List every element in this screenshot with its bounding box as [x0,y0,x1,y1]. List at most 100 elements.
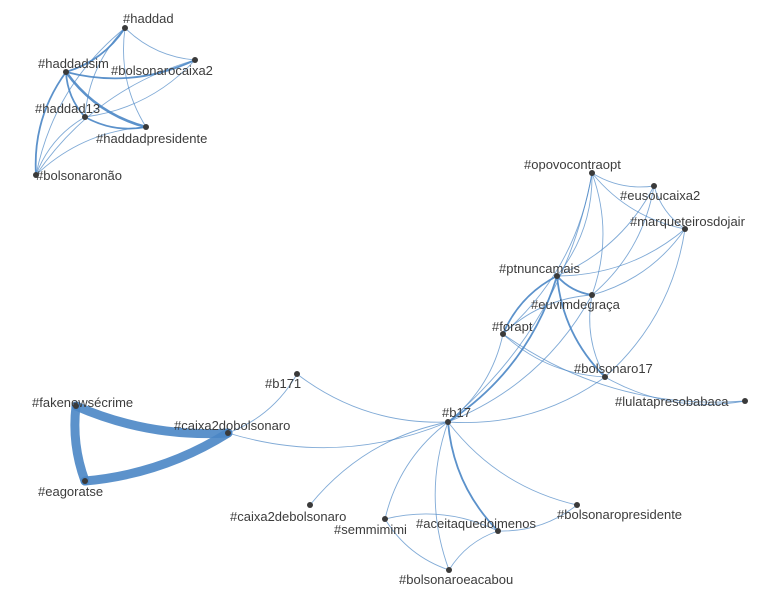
edge-euvimdegraca-bolsonaro17 [589,294,606,378]
node-marqueteirosdojair[interactable] [682,226,688,232]
nodes-layer [33,25,748,573]
node-haddadsim[interactable] [63,69,69,75]
edge-ptnuncamais-marqueteirosdojair [556,228,686,277]
edge-ptnuncamais-euvimdegraca [556,275,593,296]
edge-haddadsim-haddadpresidente [64,70,148,129]
node-label-aceitaquedoimenos: #aceitaquedoimenos [416,516,536,531]
edge-caixa2dobolsonaro-b17 [227,421,449,449]
edge-euvimdegraca-opovocontraopt [591,172,604,296]
node-label-b171: #b171 [265,376,301,391]
edge-haddad13-bolsonarocaixa2 [84,59,196,118]
node-caixa2debolsonaro[interactable] [307,502,313,508]
edge-haddad-haddad13 [84,27,126,118]
edge-bolsonarocaixa2-bolsonaronao [35,59,196,176]
node-haddad13[interactable] [82,114,88,120]
labels-layer: #haddad #haddadsim#bolsonarocaixa2 #haddad… [32,11,746,587]
node-label-marqueteirosdojair: #marqueteirosdojair [630,214,746,229]
node-fakenewsecrime[interactable] [73,403,79,409]
node-label-haddad: #haddad [123,11,174,26]
edge-ptnuncamais-eusoucaixa2 [556,185,655,277]
edge-aceitaquedoimenos-bolsonaropresidente [497,504,578,532]
node-label-bolsonaro17: #bolsonaro17 [574,361,653,376]
edges-layer [34,27,746,571]
node-label-euvimdegraca: #euvimdegraça [531,297,621,312]
node-aceitaquedoimenos[interactable] [495,528,501,534]
node-label-forapt: #forapt [492,319,533,334]
node-haddadpresidente[interactable] [143,124,149,130]
edge-b17-euvimdegraca [447,294,593,423]
edge-haddad13-bolsonaronao [35,116,86,176]
node-label-haddadsim: #haddadsim [38,56,109,71]
edge-haddadsim-haddad [65,27,126,73]
edge-haddad-haddadpresidente [123,27,147,128]
edge-haddadsim-haddad13 [65,71,86,118]
node-label-haddadpresidente: #haddadpresidente [96,131,207,146]
edge-b17-semmimimi [384,421,449,520]
node-label-bolsonarocaixa2: #bolsonarocaixa2 [111,63,213,78]
edge-ptnuncamais-forapt [502,275,558,335]
edge-semmimimi-bolsonaroeacabou [384,518,450,571]
node-haddad[interactable] [122,25,128,31]
node-label-bolsonaronao: #bolsonaronão [36,168,122,183]
edge-forapt-lulatapresobabaca [502,333,746,403]
node-label-haddad13: #haddad13 [35,101,100,116]
edge-b17-bolsonaroeacabou [434,421,450,571]
edge-bolsonaro17-marqueteirosdojair [604,228,686,378]
edge-fakenewsecrime-eagoratse [70,401,90,486]
edge-eusoucaixa2-marqueteirosdojair [653,185,686,230]
edge-bolsonaro17-lulatapresobabaca [604,376,746,405]
node-label-b17: #b17 [442,405,471,420]
edge-caixa2dobolsonaro-b171 [227,373,298,434]
node-eusoucaixa2[interactable] [651,183,657,189]
edge-forapt-opovocontraopt [502,172,593,335]
edge-ptnuncamais-bolsonaro17 [556,275,606,378]
node-lulatapresobabaca[interactable] [742,398,748,404]
edge-haddadsim-bolsonarocaixa2 [65,59,196,80]
edge-haddad13-haddadpresidente [84,116,147,130]
node-label-caixa2debolsonaro: #caixa2debolsonaro [230,509,346,524]
node-label-lulatapresobabaca: #lulatapresobabaca [615,394,729,409]
node-caixa2dobolsonaro[interactable] [225,430,231,436]
edge-opovocontraopt-marqueteirosdojair [591,172,686,230]
node-label-caixa2dobolsonaro: #caixa2dobolsonaro [174,418,290,433]
edge-b17-caixa2debolsonaro [309,421,449,506]
edge-euvimdegraca-marqueteirosdojair [591,228,686,296]
edge-forapt-bolsonaro17 [502,333,606,378]
node-label-eagoratse: #eagoratse [38,484,103,499]
node-label-ptnuncamais: #ptnuncamais [499,261,580,276]
edge-haddad-bolsonarocaixa2 [124,27,196,61]
edge-b17-bolsonaropresidente [447,421,578,506]
node-b17[interactable] [445,419,451,425]
edge-haddadsim-bolsonaronao [34,71,67,176]
node-bolsonaro17[interactable] [602,374,608,380]
node-bolsonaropresidente[interactable] [574,502,580,508]
edge-haddad-bolsonaronao [35,27,126,176]
edge-haddadpresidente-bolsonaronao [35,126,147,176]
node-bolsonarocaixa2[interactable] [192,57,198,63]
node-label-eusoucaixa2: #eusoucaixa2 [620,188,700,203]
node-bolsonaronao[interactable] [33,172,39,178]
node-bolsonaroeacabou[interactable] [446,567,452,573]
node-label-bolsonaropresidente: #bolsonaropresidente [557,507,682,522]
node-label-semmimimi: #semmimimi [334,522,407,537]
node-opovocontraopt[interactable] [589,170,595,176]
edge-eagoratse-caixa2dobolsonaro [80,428,233,486]
node-eagoratse[interactable] [82,478,88,484]
node-euvimdegraca[interactable] [589,292,595,298]
edge-opovocontraopt-eusoucaixa2 [591,172,655,188]
node-label-fakenewsecrime: #fakenewsécrime [32,395,133,410]
edge-aceitaquedoimenos-bolsonaroeacabou [448,530,499,571]
node-ptnuncamais[interactable] [554,273,560,279]
node-b171[interactable] [294,371,300,377]
edge-fakenewsecrime-caixa2dobolsonaro [71,401,233,439]
node-label-bolsonaroeacabou: #bolsonaroeacabou [399,572,513,587]
edge-b171-b17 [296,373,449,423]
node-forapt[interactable] [500,331,506,337]
node-semmimimi[interactable] [382,516,388,522]
edge-ptnuncamais-opovocontraopt [556,172,593,277]
edge-b17-aceitaquedoimenos [447,421,499,532]
node-label-opovocontraopt: #opovocontraopt [524,157,621,172]
edge-euvimdegraca-eusoucaixa2 [591,185,655,296]
edge-aceitaquedoimenos-semmimimi [384,513,499,532]
